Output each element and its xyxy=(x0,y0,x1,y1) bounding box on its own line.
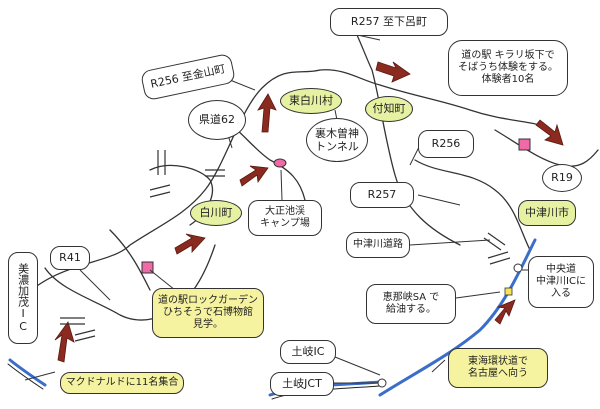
nakatsugawa-ic-marker xyxy=(513,263,523,273)
route-arrow-kirari xyxy=(535,119,564,146)
route-arrow-mcd xyxy=(54,321,75,363)
leader-mcd xyxy=(24,371,56,381)
note-michinoeki-rock: 道の駅ロックガーデン ひちそうで石博物館 見学。 xyxy=(152,288,264,338)
road-r41 xyxy=(44,244,216,321)
leader-r257-east xyxy=(417,194,461,206)
route-arrow-tunnel xyxy=(375,61,411,83)
leader-toki-ic xyxy=(329,354,381,376)
toki-jct-marker xyxy=(377,378,387,388)
leader-ena xyxy=(455,291,501,299)
leader-camp xyxy=(280,169,283,201)
label-toki-ic: 土岐IC xyxy=(280,340,336,364)
label-r19: R19 xyxy=(542,164,582,192)
leader-nakatsu-road xyxy=(409,239,491,246)
label-r41: R41 xyxy=(50,246,90,270)
note-michinoeki-kirari: 道の駅 キラリ坂下で そばうち体験をする。 体験者10名 xyxy=(448,40,568,96)
highway-left-edge xyxy=(7,363,44,390)
sign-left-2 xyxy=(205,169,225,177)
road-r19 xyxy=(494,129,599,167)
town-tsukechi: 付知町 xyxy=(365,96,413,122)
town-nakatsugawa: 中津川市 xyxy=(518,200,576,226)
route-arrow-rock xyxy=(174,233,206,255)
note-ena-sa: 恵那峡SA で 給油する。 xyxy=(366,284,456,324)
label-nakatsu-road: 中津川道路 xyxy=(346,232,410,258)
label-tunnel: 裏木曽神 トンネル xyxy=(306,118,368,162)
leader-r41 xyxy=(79,269,111,301)
road-r257-east xyxy=(414,159,531,251)
town-shirakawa: 白川町 xyxy=(190,200,242,226)
road-r256-west xyxy=(19,69,541,301)
sign-left-1 xyxy=(157,150,166,175)
poi-michinoeki-rock xyxy=(141,261,154,274)
label-r257-shitara: R257 至下呂町 xyxy=(330,8,448,36)
town-higashishirakawa: 東白川村 xyxy=(280,88,342,114)
label-r256: R256 xyxy=(418,130,474,158)
label-camp: 大正池渓 キャンプ場 xyxy=(248,200,322,236)
note-mcdonalds: マクドナルドに11名集合 xyxy=(60,372,184,394)
sign-left-3 xyxy=(149,184,171,198)
sign-bottom-1 xyxy=(60,317,85,325)
highway-left xyxy=(8,358,47,387)
leader-tokai xyxy=(431,359,446,373)
leader-michinoeki-left xyxy=(149,269,176,291)
route-arrow-shirakawa xyxy=(239,165,269,187)
poi-camp xyxy=(273,158,287,168)
road-branch xyxy=(109,229,151,291)
ena-sa-marker xyxy=(504,287,513,296)
sign-nakatsu xyxy=(483,232,506,251)
sign-bottom-2 xyxy=(74,329,96,342)
route-arrow-ena xyxy=(494,299,516,325)
label-kendo62: 県道62 xyxy=(188,100,246,140)
note-chuo-exp: 中央道 中津川ICに 入る xyxy=(528,256,594,308)
note-tokai-loop: 東海環状道で 名古屋へ向う xyxy=(448,348,548,388)
sign-nakatsu-2 xyxy=(487,251,511,265)
road-r257-north xyxy=(349,19,461,246)
label-minokamo-ic: 美濃加茂IC xyxy=(8,252,38,344)
route-arrow-north xyxy=(257,93,277,133)
poi-michinoeki-kirari xyxy=(518,138,531,151)
label-toki-jct: 土岐JCT xyxy=(270,372,334,396)
label-r257: R257 xyxy=(350,182,414,208)
